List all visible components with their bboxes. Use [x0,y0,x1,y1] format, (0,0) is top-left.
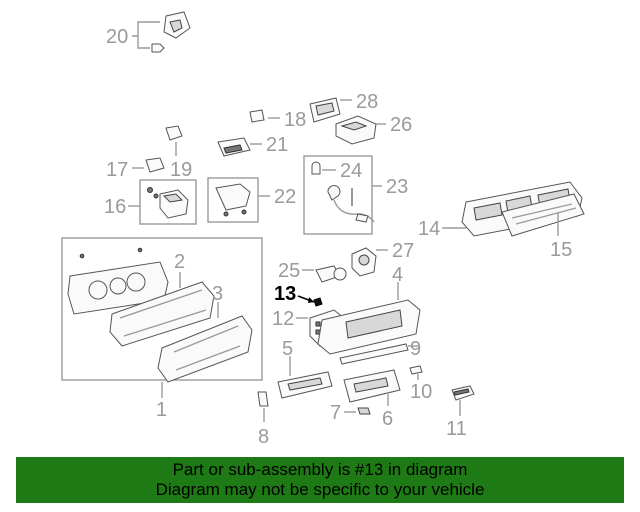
part-10[interactable] [409,365,423,380]
callout-17: 17 [106,159,128,181]
banner-line-1: Part or sub-assembly is #13 in diagram [172,460,468,479]
callout-10: 10 [410,381,432,403]
part-28[interactable] [309,97,352,123]
callout-18: 18 [284,109,306,131]
callout-25: 25 [278,260,300,282]
callout-12: 12 [272,308,294,330]
part-5[interactable] [277,356,333,399]
callout-1: 1 [156,399,167,421]
part-16[interactable] [147,187,189,219]
callout-6: 6 [382,408,393,430]
part-6[interactable] [343,369,401,406]
callout-20: 20 [106,26,128,48]
part-25[interactable] [302,265,347,283]
part-8[interactable] [257,391,269,422]
banner-line-2: Diagram may not be specific to your vehi… [155,480,485,499]
part-19[interactable] [165,125,183,156]
callout-8: 8 [258,426,269,448]
part-2[interactable] [109,272,215,347]
callout-2: 2 [174,251,185,273]
callout-21: 21 [266,134,288,156]
callout-19: 19 [170,159,192,181]
callout-16: 16 [104,196,126,218]
part-1[interactable] [67,247,169,315]
part-27[interactable] [351,247,388,277]
callout-4: 4 [392,264,403,286]
part-23[interactable] [327,185,375,223]
part-21[interactable] [217,137,262,157]
callout-28: 28 [356,91,378,113]
part-17[interactable] [132,157,165,173]
part-16-box [139,179,197,225]
callout-7: 7 [330,402,341,424]
callout-15: 15 [550,239,572,261]
part-7[interactable] [344,407,371,415]
callout-23: 23 [386,176,408,198]
part-22-box [207,177,259,223]
part-9[interactable] [339,343,418,365]
callout-26: 26 [390,114,412,136]
part-15[interactable] [501,193,585,237]
part-4[interactable] [317,282,421,355]
part-18[interactable] [249,109,280,123]
part-11[interactable] [451,385,475,416]
callout-3: 3 [212,283,223,305]
info-banner: Part or sub-assembly is #13 in diagram D… [16,457,624,503]
callout-14: 14 [418,218,440,240]
callout-27: 27 [392,240,414,262]
callout-11: 11 [446,418,467,440]
callout-22: 22 [274,186,296,208]
part-1-box [61,237,263,381]
part-3[interactable] [157,302,253,383]
part-24[interactable] [311,161,336,175]
part-26[interactable] [335,115,386,145]
callout-9: 9 [410,338,421,360]
callout-24: 24 [340,160,362,182]
parts-diagram: 20 28 18 26 21 19 17 24 [61,11,585,448]
part-23-box [303,155,373,235]
part-13[interactable] [297,295,323,307]
part-22[interactable] [215,183,251,217]
part-20[interactable] [132,11,191,53]
callout-13: 13 [274,283,296,305]
callout-5: 5 [282,338,293,360]
